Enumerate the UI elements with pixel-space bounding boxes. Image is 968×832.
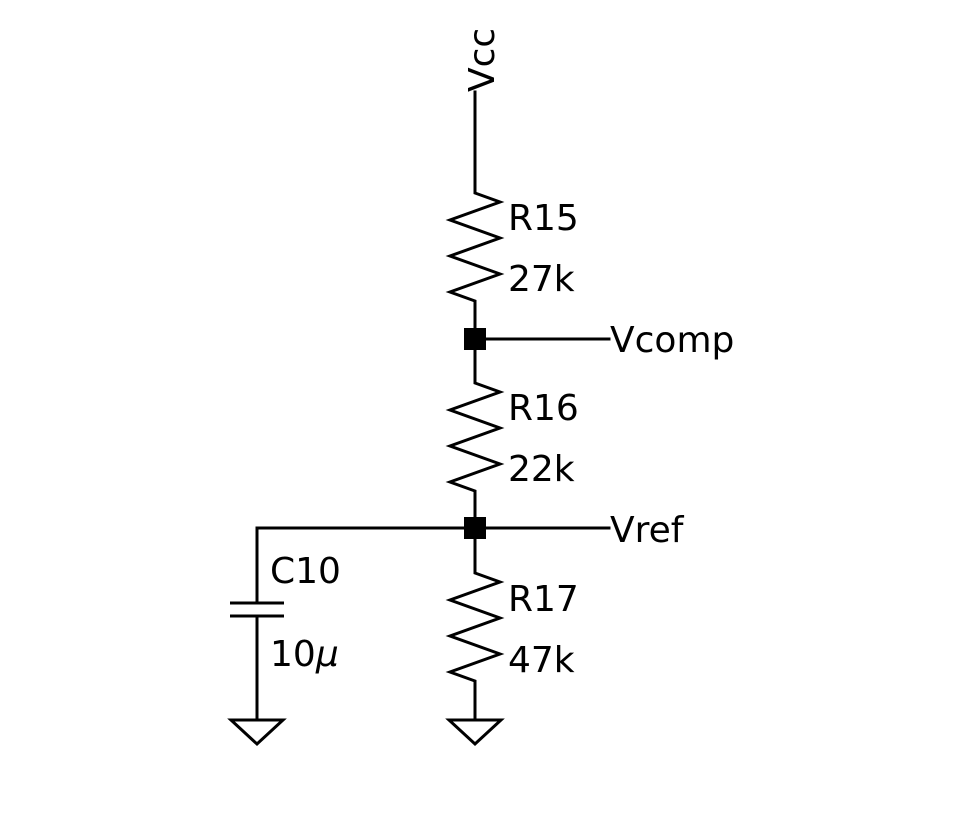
r17-ref-label: R17 bbox=[508, 579, 579, 620]
c10-value-unit: μ bbox=[315, 634, 339, 675]
c10-value-number: 10 bbox=[270, 634, 316, 675]
vcc-net-label: Vcc bbox=[462, 28, 503, 92]
c10-ground-icon bbox=[227, 718, 287, 747]
r17-value-label: 47k bbox=[508, 640, 575, 681]
vcomp-net-label: Vcomp bbox=[610, 320, 734, 361]
r15-ref-label: R15 bbox=[508, 198, 579, 239]
r17-ground-icon bbox=[445, 718, 505, 747]
r16-value-label: 22k bbox=[508, 449, 575, 490]
vref-net-label: Vref bbox=[610, 510, 685, 551]
r16-ref-label: R16 bbox=[508, 388, 579, 429]
r16-resistor bbox=[445, 378, 505, 496]
r15-resistor bbox=[445, 188, 505, 306]
c10-ref-label: C10 bbox=[270, 551, 341, 592]
r15-value-label: 27k bbox=[508, 259, 575, 300]
r17-resistor bbox=[445, 568, 505, 686]
c10-value-label: 10μ bbox=[270, 634, 339, 675]
wire-vref-c10 bbox=[255, 526, 477, 605]
